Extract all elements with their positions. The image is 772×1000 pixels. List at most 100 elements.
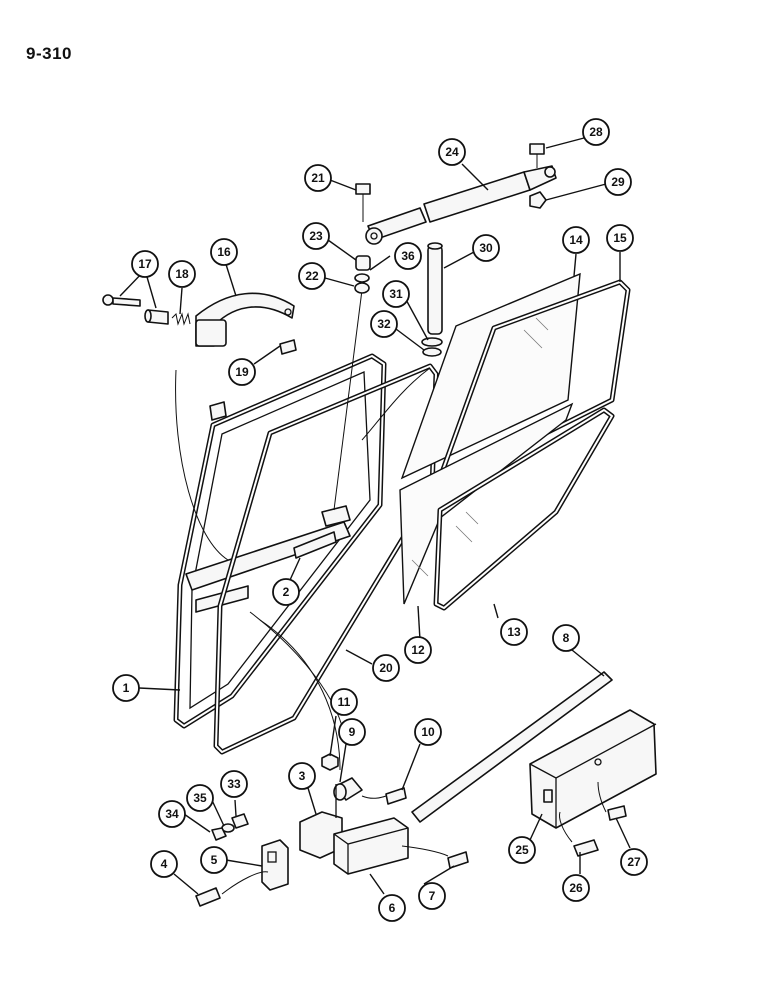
callout-2: 2 (272, 578, 300, 606)
callout-17: 17 (131, 250, 159, 278)
callout-22: 22 (298, 262, 326, 290)
callout-24: 24 (438, 138, 466, 166)
callout-label: 32 (377, 317, 391, 331)
callout-label: 21 (311, 171, 325, 185)
callout-label: 36 (401, 249, 415, 263)
callout-label: 16 (217, 245, 231, 259)
bolt-21-part (355, 183, 371, 222)
door-frame-inner-part (213, 363, 439, 755)
screw-4-part (195, 887, 221, 907)
callout-35: 35 (186, 784, 214, 812)
rod-8-part (411, 671, 613, 823)
callout-label: 33 (227, 777, 241, 791)
nut-34-part (211, 827, 227, 841)
callout-label: 22 (305, 269, 319, 283)
callout-label: 26 (569, 881, 583, 895)
guide-lines (175, 289, 431, 771)
screw-27-part (607, 805, 627, 821)
callout-15: 15 (606, 224, 634, 252)
bolt-28-part (529, 143, 545, 168)
hardware-guide-lines (221, 781, 607, 895)
callout-label: 14 (569, 233, 583, 247)
callout-label: 6 (389, 901, 396, 915)
latch-6-part (333, 817, 409, 875)
striker-5-part (261, 839, 289, 891)
callout-3: 3 (288, 762, 316, 790)
callout-23: 23 (302, 222, 330, 250)
callout-10: 10 (414, 718, 442, 746)
callout-label: 5 (211, 853, 218, 867)
callout-32: 32 (370, 310, 398, 338)
spacer-23-part (355, 255, 371, 271)
callout-label: 17 (138, 257, 152, 271)
callout-label: 30 (479, 241, 493, 255)
pin-30-part (427, 242, 443, 335)
callout-label: 11 (338, 695, 351, 709)
callout-label: 25 (515, 843, 529, 857)
nut-22-part (354, 282, 370, 294)
callout-19: 19 (228, 358, 256, 386)
upper-glass-part (400, 272, 581, 480)
callout-label: 7 (429, 889, 436, 903)
callout-label: 18 (175, 267, 189, 281)
callout-label: 29 (611, 175, 625, 189)
screw-26-part (573, 839, 599, 857)
washer-32-part (422, 347, 442, 357)
callout-5: 5 (200, 846, 228, 874)
callout-label: 12 (411, 643, 425, 657)
callout-label: 8 (563, 631, 570, 645)
callout-label: 15 (613, 231, 627, 245)
callout-12: 12 (404, 636, 432, 664)
screw-19-part (279, 339, 297, 355)
callout-31: 31 (382, 280, 410, 308)
callout-label: 34 (165, 807, 179, 821)
callout-label: 27 (627, 855, 641, 869)
callout-18: 18 (168, 260, 196, 288)
callout-20: 20 (372, 654, 400, 682)
callout-label: 19 (235, 365, 249, 379)
lock-cylinder-17-part (144, 309, 169, 325)
callout-28: 28 (582, 118, 610, 146)
callout-26: 26 (562, 874, 590, 902)
nut-29-part (529, 191, 547, 209)
callout-34: 34 (158, 800, 186, 828)
callout-11: 11 (330, 688, 358, 716)
washer-36-part (354, 273, 370, 283)
callout-13: 13 (500, 618, 528, 646)
page-title: 9-310 (26, 44, 72, 63)
callout-label: 2 (283, 585, 290, 599)
callout-33: 33 (220, 770, 248, 798)
leader-lines (119, 137, 631, 895)
key-17-part (102, 294, 141, 307)
callout-4: 4 (150, 850, 178, 878)
callout-label: 10 (421, 725, 435, 739)
callout-label: 20 (379, 661, 393, 675)
callout-6: 6 (378, 894, 406, 922)
callout-label: 9 (349, 725, 356, 739)
callout-label: 23 (309, 229, 323, 243)
callout-label: 4 (161, 857, 168, 871)
callout-label: 24 (445, 145, 459, 159)
nut-33-part (231, 813, 249, 829)
callout-36: 36 (394, 242, 422, 270)
callout-29: 29 (604, 168, 632, 196)
callout-25: 25 (508, 836, 536, 864)
spring-18-part (171, 312, 191, 326)
callout-30: 30 (472, 234, 500, 262)
callout-1: 1 (112, 674, 140, 702)
callout-27: 27 (620, 848, 648, 876)
callout-16: 16 (210, 238, 238, 266)
callout-label: 31 (389, 287, 403, 301)
screw-10-part (385, 787, 407, 805)
callout-label: 3 (299, 769, 306, 783)
callout-14: 14 (562, 226, 590, 254)
roller-9-part (333, 777, 363, 801)
callout-label: 28 (589, 125, 603, 139)
callout-label: 1 (123, 681, 130, 695)
nut-11-part (321, 753, 339, 771)
gas-strut-part (365, 165, 557, 245)
callout-8: 8 (552, 624, 580, 652)
screw-7-part (447, 851, 469, 869)
callout-7: 7 (418, 882, 446, 910)
